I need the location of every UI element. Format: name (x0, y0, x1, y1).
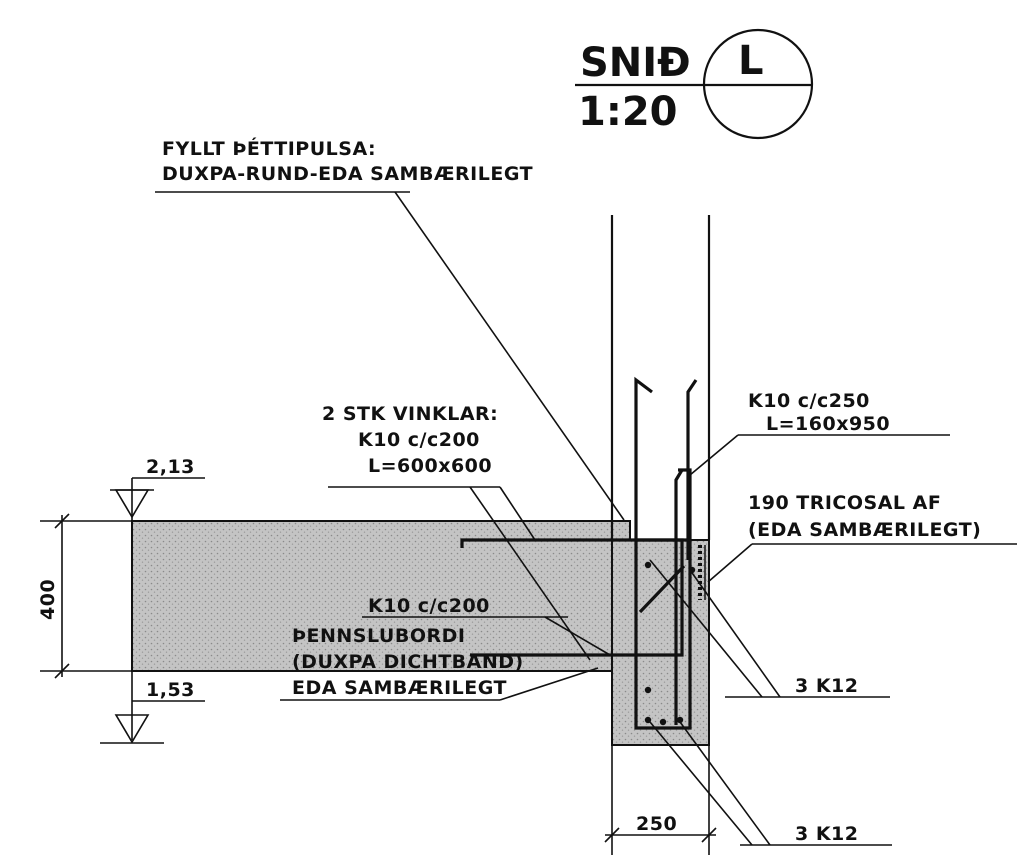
level-marker-bottom (100, 671, 205, 744)
dimension-wall-width (604, 827, 717, 843)
dimension-slab-thickness (40, 513, 132, 679)
bars-upper-label: 3 K12 (795, 675, 859, 697)
bar-dots (644, 561, 696, 726)
level-marker-top (110, 477, 205, 521)
waterstop-label-line2: (DUXPA DICHTBAND) (292, 651, 524, 673)
wall-outline (610, 215, 711, 855)
slab-rebar (460, 538, 684, 657)
wall-rebar-label-line2: L=160x950 (766, 413, 890, 435)
annotation-texts: FYLLT ÞÉTTIPULSA: DUXPA-RUND-EDA SAMBÆRI… (37, 137, 981, 845)
angles-label-line3: L=600x600 (368, 455, 492, 477)
angles-label-line1: 2 STK VINKLAR: (322, 403, 498, 425)
slab-rebar-label: K10 c/c200 (368, 595, 490, 617)
waterstop-label-line3: EDA SAMBÆRILEGT (292, 677, 507, 699)
filler-label-line1: FYLLT ÞÉTTIPULSA: (162, 137, 376, 160)
wall-rebar-label-line1: K10 c/c250 (748, 390, 870, 412)
waterstop-label-line1: ÞENNSLUBORDI (292, 625, 465, 647)
wall-width-label: 250 (636, 813, 677, 835)
concrete-slab (131, 520, 631, 672)
coating-label-line2: (EDA SAMBÆRILEGT) (748, 519, 981, 541)
level-top-label: 2,13 (146, 456, 195, 478)
leader-lines (155, 191, 1017, 846)
wall-rebar (634, 376, 698, 730)
title-block: SNIÐ 1:20 L (575, 28, 814, 140)
coating-label-line1: 190 TRICOSAL AF (748, 492, 941, 514)
level-bottom-label: 1,53 (146, 679, 195, 701)
filler-label-line2: DUXPA-RUND-EDA SAMBÆRILEGT (162, 163, 533, 185)
angles-label-line2: K10 c/c200 (358, 429, 480, 451)
slab-thickness-label: 400 (37, 579, 59, 620)
section-id: L (738, 38, 764, 84)
scale-label: 1:20 (578, 89, 678, 135)
section-label: SNIÐ (580, 40, 691, 86)
bars-lower-label: 3 K12 (795, 823, 859, 845)
